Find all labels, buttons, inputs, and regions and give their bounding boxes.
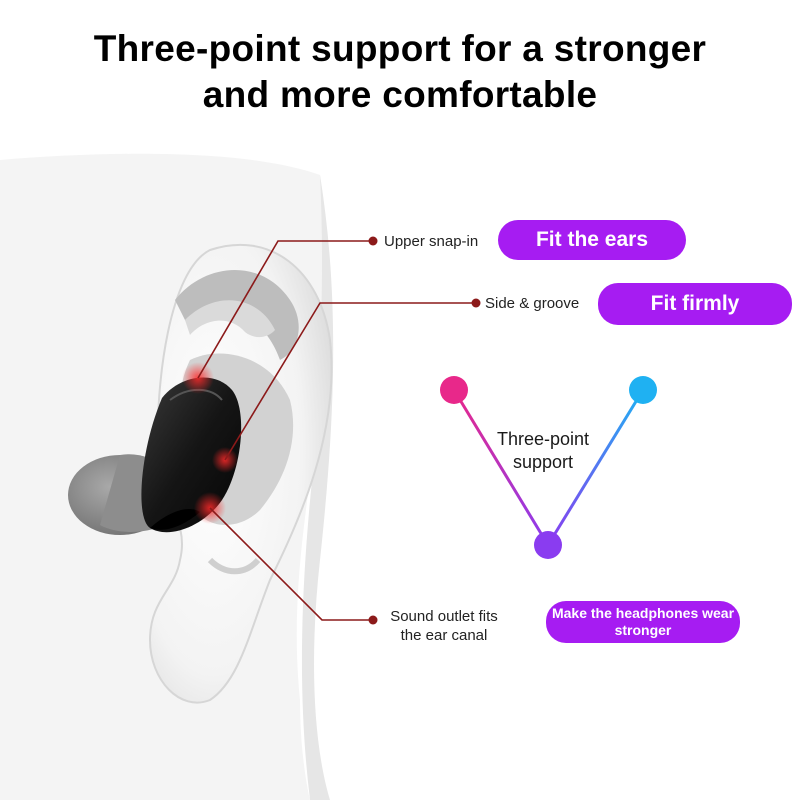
callout-label-side: Side & groove xyxy=(485,295,580,312)
triangle-node-cyan xyxy=(629,376,657,404)
leader-dot-upper xyxy=(368,236,378,246)
leader-line-outlet xyxy=(209,507,372,621)
headline-line-2: and more comfortable xyxy=(202,74,598,115)
leader-dot-outlet xyxy=(368,615,378,625)
leader-dot-side xyxy=(471,298,481,308)
badge-fit-firmly: Fit firmly xyxy=(598,283,792,325)
triangle-label: Three-point support xyxy=(496,429,590,472)
headline-line-1: Three-point support for a stronger xyxy=(93,28,707,69)
leader-line-upper xyxy=(197,240,372,379)
triangle-node-pink xyxy=(440,376,468,404)
badge-fit-the-ears: Fit the ears xyxy=(498,220,686,260)
leader-lines xyxy=(197,240,474,621)
triangle-node-purple xyxy=(534,531,562,559)
leader-dots xyxy=(368,236,481,625)
leader-line-side xyxy=(224,302,474,461)
headline: Three-point support for a stronger and m… xyxy=(0,26,800,118)
callout-label-outlet: Sound outlet fits the ear canal xyxy=(390,608,498,644)
triangle-diagram xyxy=(440,376,657,559)
callout-label-upper: Upper snap-in xyxy=(384,233,479,250)
badge-wear-stronger: Make the headphones wear stronger xyxy=(546,601,740,643)
